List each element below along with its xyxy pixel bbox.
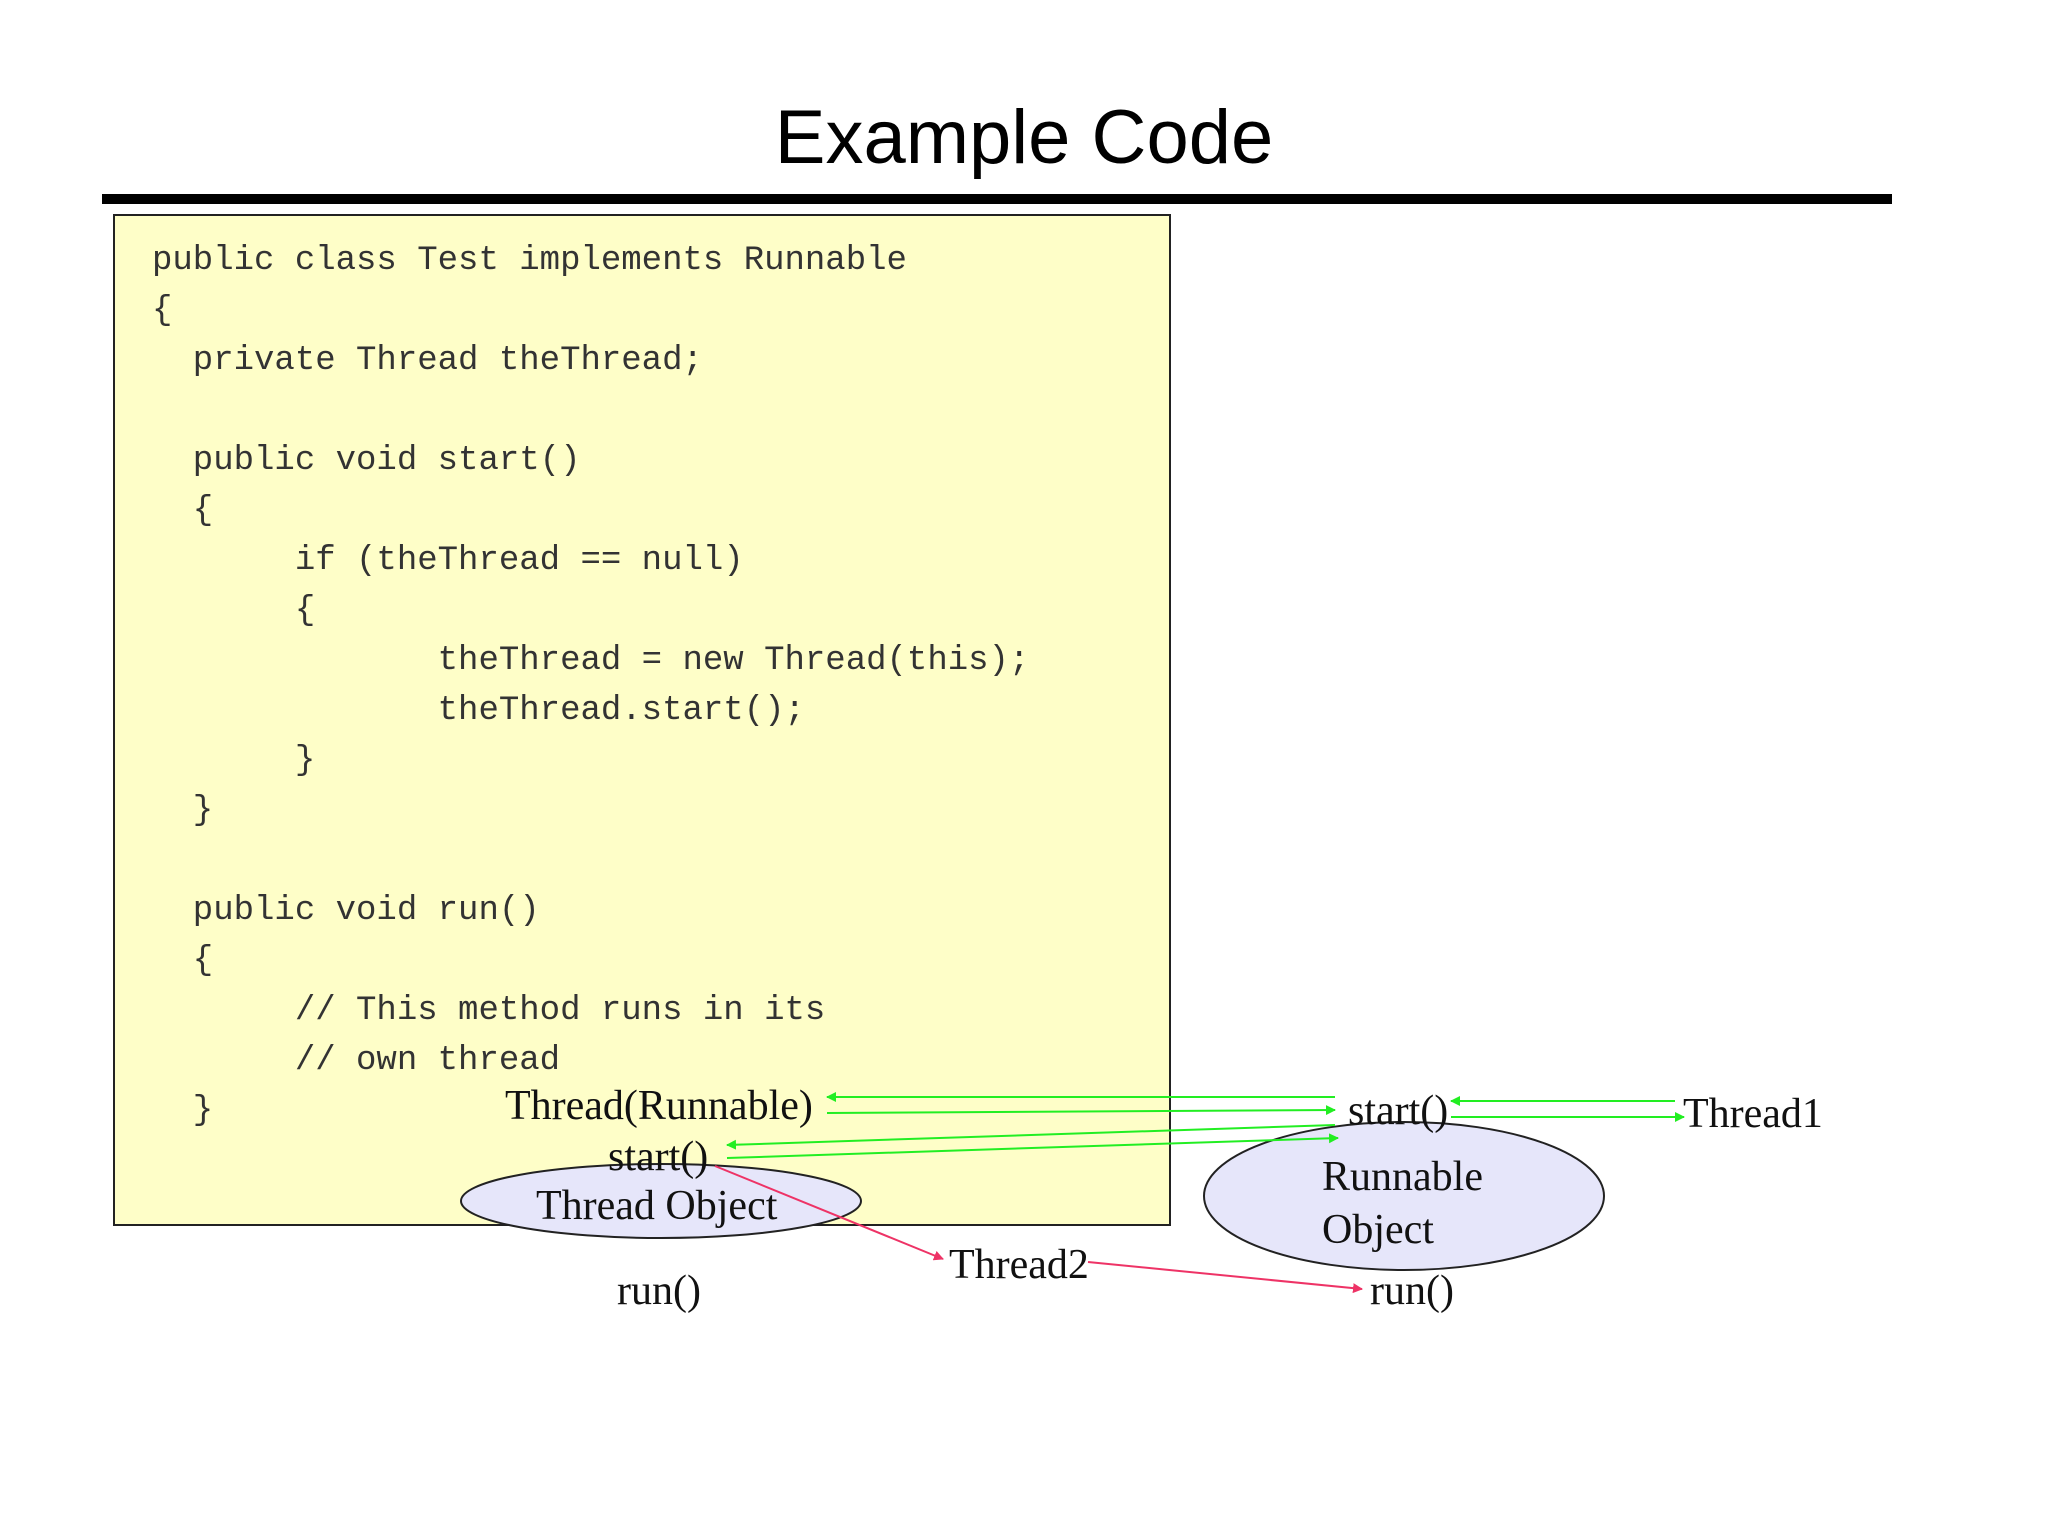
thread-object-label: Thread Object [536,1183,778,1229]
thread-object-ellipse [460,1163,862,1239]
runnable-start-label: start() [1348,1088,1448,1134]
title-underline [102,194,1892,204]
code-line: public void run() [152,892,540,930]
thread1-arrow [726,1124,1336,1150]
code-line: theThread = new Thread(this); [152,642,1030,680]
runnable-object-label-line1: Runnable [1322,1154,1483,1200]
code-line: // own thread [152,1042,561,1080]
code-line: { [152,592,316,630]
thread1-arrow [826,1105,1336,1116]
runnable-object-label-line2: Object [1322,1207,1434,1253]
code-line: theThread.start(); [152,692,805,730]
thread2-arrow [714,1165,944,1261]
thread1-label: Thread1 [1683,1091,1823,1137]
code-line: // This method runs in its [152,992,826,1030]
slide-title: Example Code [774,95,1274,180]
code-line: { [152,492,214,530]
thread-start-label: start() [608,1134,708,1180]
code-line: } [152,742,316,780]
code-line: private Thread theThread; [152,342,703,380]
code-line: public void start() [152,442,581,480]
code-line: } [152,1092,214,1130]
thread-run-label: run() [617,1268,701,1314]
thread2-label: Thread2 [949,1242,1089,1288]
runnable-run-label: run() [1370,1268,1454,1314]
code-line: public class Test implements Runnable [152,242,907,280]
code-line: { [152,942,214,980]
code-box: public class Test implements Runnable { … [113,214,1171,1226]
thread2-arrow [1087,1261,1363,1294]
code-line: { [152,292,173,330]
thread-runnable-label: Thread(Runnable) [505,1083,813,1129]
code-line: } [152,792,214,830]
thread1-arrow [726,1133,1339,1159]
code-line: if (theThread == null) [152,542,744,580]
runnable-object-ellipse [1203,1121,1605,1271]
